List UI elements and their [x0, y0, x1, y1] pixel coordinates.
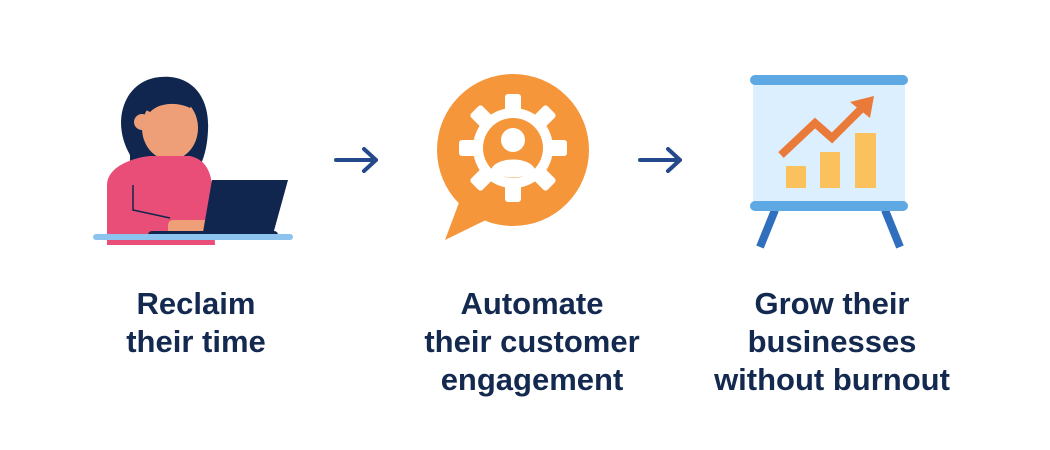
gear-user-chat-icon — [437, 74, 589, 240]
label-line: Grow their — [754, 286, 910, 321]
label-line: Reclaim — [136, 286, 256, 321]
step-label-grow-business: Grow their businesses without burnout — [662, 285, 1002, 399]
growth-chart-easel-icon — [750, 75, 908, 249]
label-line: their customer — [424, 324, 640, 359]
label-line: their time — [126, 324, 266, 359]
label-line: without burnout — [714, 362, 950, 397]
step-label-automate-engagement: Automate their customer engagement — [362, 285, 702, 399]
arrow-right-icon — [334, 147, 378, 173]
person-laptop-icon — [93, 76, 293, 245]
label-line: businesses — [747, 324, 917, 359]
label-line: engagement — [440, 362, 624, 397]
label-line: Automate — [460, 286, 604, 321]
step-label-reclaim-time: Reclaim their time — [26, 285, 366, 361]
arrow-right-icon — [638, 147, 682, 173]
